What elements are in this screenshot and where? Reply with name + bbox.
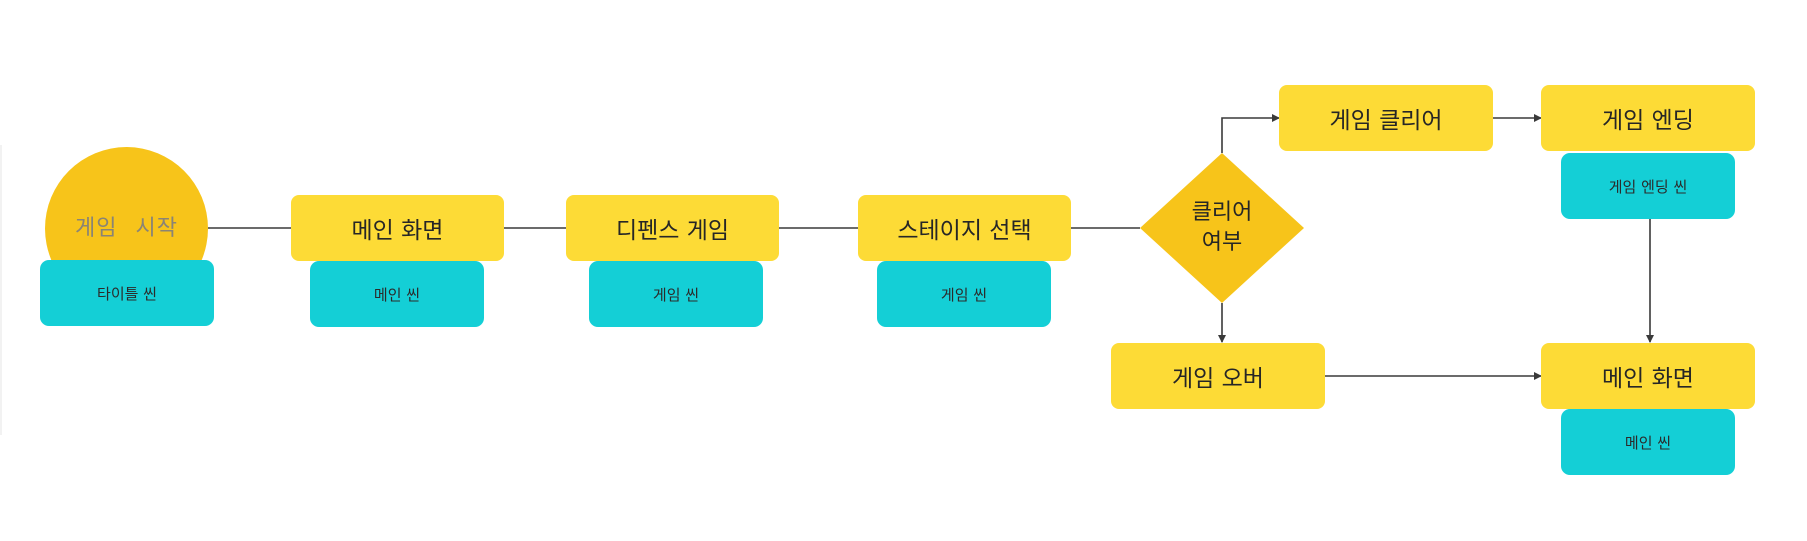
defense-game-node[interactable]: 디펜스 게임 (566, 195, 779, 261)
defense-game-scene-label: 게임 씬 (652, 285, 700, 304)
title-scene-label: 타이틀 씬 (97, 284, 157, 303)
game-over-node[interactable]: 게임 오버 (1111, 343, 1325, 409)
main-screen-return-node[interactable]: 메인 화면 (1541, 343, 1755, 409)
clear-check-label-line2: 여부 (1201, 230, 1243, 255)
main-screen-node[interactable]: 메인 화면 (291, 195, 504, 261)
game-ending-scene-node[interactable]: 게임 엔딩 씬 (1561, 153, 1735, 219)
defense-game-scene-node[interactable]: 게임 씬 (589, 261, 763, 327)
defense-game-label: 디펜스 게임 (615, 218, 730, 244)
main-screen-label: 메인 화면 (351, 218, 444, 244)
stage-select-label: 스테이지 선택 (897, 218, 1032, 244)
game-ending-node[interactable]: 게임 엔딩 (1541, 85, 1755, 151)
game-ending-label: 게임 엔딩 (1602, 108, 1694, 134)
main-scene-label: 메인 씬 (373, 285, 421, 304)
title-scene-node[interactable]: 타이틀 씬 (40, 260, 214, 326)
main-scene-return-node[interactable]: 메인 씬 (1561, 409, 1735, 475)
main-screen-return-label: 메인 화면 (1602, 366, 1694, 392)
game-clear-label: 게임 클리어 (1329, 108, 1443, 134)
main-scene-node[interactable]: 메인 씬 (310, 261, 484, 327)
clear-check-label-line1: 클리어 (1191, 200, 1253, 225)
main-scene-return-label: 메인 씬 (1624, 433, 1672, 452)
clear-check-decision[interactable] (1140, 153, 1304, 303)
stage-select-scene-node[interactable]: 게임 씬 (877, 261, 1051, 327)
game-ending-scene-label: 게임 엔딩 씬 (1608, 177, 1688, 196)
clear-check-label: 클리어 여부 (1140, 153, 1304, 303)
edge-clear-check-to-game-clear (1221, 114, 1280, 153)
left-edge-strip (0, 145, 2, 435)
start-node-label: 게임 시작 (75, 215, 178, 241)
game-over-label: 게임 오버 (1172, 366, 1264, 392)
stage-select-scene-label: 게임 씬 (940, 285, 988, 304)
stage-select-node[interactable]: 스테이지 선택 (858, 195, 1071, 261)
game-clear-node[interactable]: 게임 클리어 (1279, 85, 1493, 151)
